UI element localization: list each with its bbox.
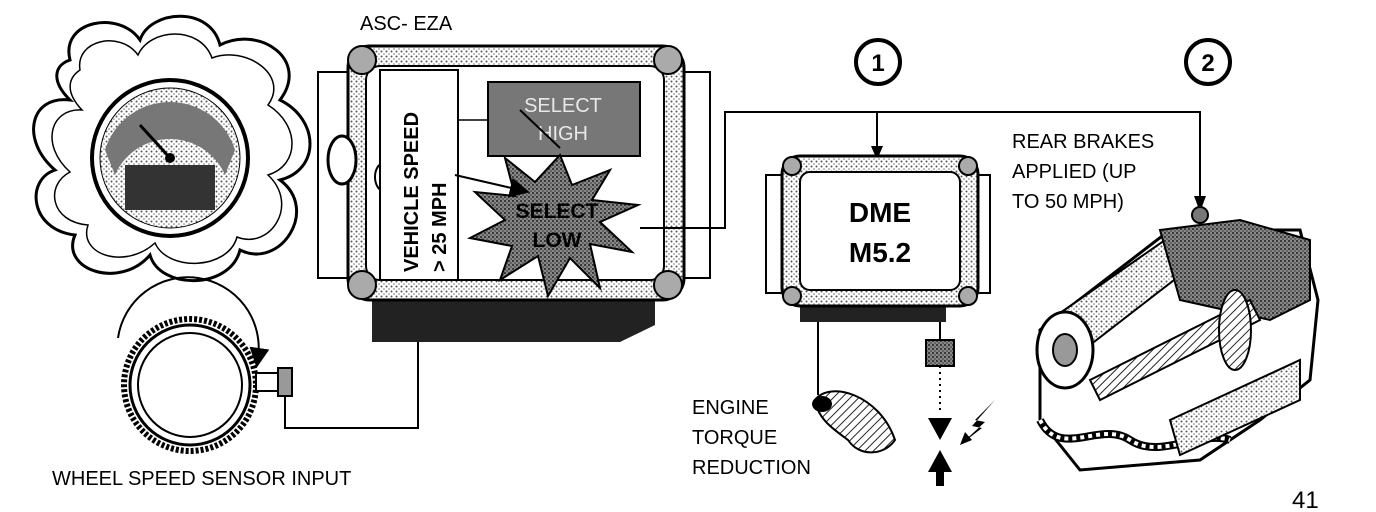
dme-label: DME — [849, 197, 911, 228]
ignition-connector — [925, 339, 955, 367]
svg-text:1: 1 — [871, 50, 884, 77]
svg-text:SELECT: SELECT — [524, 95, 602, 117]
rear-brakes-label: REAR BRAKES APPLIED (UP TO 50 MPH) — [1012, 131, 1154, 213]
svg-text:TORQUE: TORQUE — [692, 427, 777, 449]
dme-m52-module: DME M5.2 — [765, 154, 991, 322]
select-low-starburst: SELECT LOW — [466, 153, 642, 299]
dme-model-label: M5.2 — [849, 237, 911, 268]
throttle-actuator — [812, 390, 897, 454]
svg-text:ENGINE: ENGINE — [692, 397, 769, 419]
ignition-spark-icon — [928, 400, 995, 486]
module-output-wire — [640, 111, 1201, 229]
wheel-speed-sensor — [255, 367, 293, 397]
svg-text:> 25 MPH: > 25 MPH — [429, 183, 451, 272]
svg-text:SELECT: SELECT — [516, 200, 599, 223]
vehicle-speed-label: VEHICLE SPEED > 25 MPH — [401, 112, 451, 272]
svg-text:2: 2 — [1201, 50, 1214, 77]
callout-1: 1 — [854, 38, 902, 86]
brake-hydraulic-unit — [1035, 206, 1320, 472]
svg-text:APPLIED (UP: APPLIED (UP — [1012, 161, 1136, 183]
callout-2: 2 — [1184, 38, 1232, 86]
page-number: 41 — [1292, 487, 1319, 512]
speedometer-gauge — [90, 78, 250, 238]
wheel-speed-sensor-label: WHEEL SPEED SENSOR INPUT — [52, 468, 351, 490]
svg-text:REAR BRAKES: REAR BRAKES — [1012, 131, 1154, 153]
select-high-box: SELECT HIGH — [487, 81, 641, 157]
svg-text:REDUCTION: REDUCTION — [692, 457, 811, 479]
select-high-pointer — [519, 109, 561, 149]
wheel-speed-sensor-ring — [117, 276, 270, 454]
engine-torque-label: ENGINE TORQUE REDUCTION — [692, 397, 811, 479]
svg-text:TO 50 MPH): TO 50 MPH) — [1012, 191, 1124, 213]
svg-text:LOW: LOW — [533, 229, 582, 252]
svg-text:VEHICLE SPEED: VEHICLE SPEED — [401, 112, 423, 272]
speed-to-select-low-arrow — [454, 174, 530, 198]
module-title: ASC- EZA — [360, 13, 453, 35]
